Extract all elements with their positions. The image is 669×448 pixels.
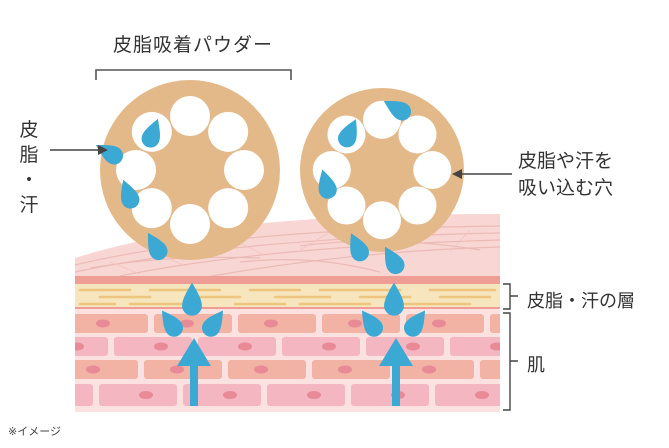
absorbing-pore	[363, 201, 401, 240]
arrow-pointer-icon	[50, 145, 108, 155]
water-drop-icon	[121, 179, 140, 209]
arrow-pointer-icon	[452, 169, 512, 179]
skin-cell	[198, 337, 276, 356]
skin-cell	[450, 337, 500, 356]
cell-nucleus	[348, 319, 362, 328]
water-drop-icon	[201, 310, 224, 337]
skin-cell	[267, 384, 345, 406]
water-drop-icon	[182, 282, 202, 316]
water-drop-icon	[318, 169, 337, 199]
cell-nucleus	[139, 391, 153, 399]
absorbing-pore	[116, 150, 156, 190]
sebum-char: 皮	[19, 119, 39, 141]
skin-cells	[55, 314, 530, 406]
cell-nucleus	[516, 320, 530, 328]
skin-cell	[183, 384, 261, 406]
skin-cell	[75, 384, 93, 406]
pores-line: 皮脂や汗を	[518, 150, 614, 172]
absorbing-pore	[413, 151, 452, 189]
skin-label: 肌	[527, 355, 545, 376]
skin-cell	[99, 384, 177, 406]
cell-nucleus	[254, 365, 268, 374]
skin-cell	[480, 360, 500, 379]
skin-surface-band	[75, 276, 500, 284]
cell-nucleus	[180, 319, 194, 328]
powder-particle	[300, 88, 464, 252]
water-drop-icon	[384, 282, 404, 316]
skin-bracket-icon	[503, 312, 518, 411]
sebum-char: ・	[19, 169, 39, 191]
cell-nucleus	[475, 391, 489, 399]
cell-nucleus	[86, 365, 100, 374]
water-drop-icon	[384, 246, 405, 275]
absorbing-pores-label: 皮脂や汗を 吸い込む穴	[518, 148, 613, 202]
cell-nucleus	[223, 391, 237, 399]
cell-nucleus	[406, 342, 420, 351]
cell-nucleus	[307, 391, 321, 399]
cell-nucleus	[422, 365, 436, 374]
cell-nucleus	[322, 342, 336, 351]
sebum-layer-label: 皮脂・汗の層	[527, 291, 635, 312]
cell-nucleus	[170, 365, 184, 374]
skin-cell	[435, 384, 500, 406]
cell-nucleus	[490, 342, 500, 351]
cell-nucleus	[506, 366, 520, 374]
cell-nucleus	[432, 319, 446, 328]
cell-nucleus	[75, 342, 84, 351]
skin-cell	[490, 314, 500, 333]
arrow-up-icon	[190, 362, 198, 406]
cell-nucleus	[154, 342, 168, 351]
absorbing-pore	[208, 111, 249, 152]
water-drop-icon	[403, 310, 426, 337]
arrow-up-icon	[379, 338, 413, 366]
water-drop-icon	[338, 119, 357, 148]
water-drop-icon	[383, 100, 412, 121]
sebum-char: 汗	[19, 194, 39, 216]
absorbing-pore	[398, 186, 437, 225]
sebum-drops	[95, 100, 426, 337]
absorbing-pore	[170, 204, 210, 244]
skin-cell	[282, 337, 360, 356]
arrow-up-icon	[392, 362, 400, 406]
absorbing-pore	[170, 96, 210, 136]
absorbing-pore	[327, 186, 366, 225]
cell-nucleus	[238, 342, 252, 351]
skin-cell	[351, 384, 429, 406]
sebum-sweat-label: 皮 脂 ・ 汗	[16, 118, 42, 218]
layer-bracket-icon	[503, 283, 518, 310]
cell-nucleus	[264, 319, 278, 328]
absorbing-pore	[224, 150, 264, 190]
arrow-up-icon	[177, 338, 211, 366]
skin-cell	[114, 337, 192, 356]
cell-nucleus	[55, 391, 69, 399]
image-note: ※イメージ	[8, 425, 61, 438]
skin-cell	[75, 314, 148, 333]
powder-particle	[100, 80, 280, 260]
water-drop-icon	[147, 232, 168, 261]
skin-cell	[366, 337, 444, 356]
powder-title: 皮脂吸着パウダー	[113, 34, 274, 56]
title-bracket-icon	[95, 69, 292, 80]
cell-nucleus	[338, 365, 352, 374]
cell-nucleus	[96, 319, 110, 328]
sebum-char: 脂	[19, 144, 39, 166]
water-drop-icon	[141, 118, 160, 148]
rising-arrows	[177, 338, 413, 406]
water-drop-icon	[350, 233, 369, 262]
skin-cell	[75, 360, 138, 379]
water-drop-icon	[161, 310, 184, 337]
water-drop-icon	[361, 310, 384, 337]
pores-line: 吸い込む穴	[518, 177, 614, 199]
skin-cell	[75, 337, 108, 356]
absorbing-pore	[208, 188, 249, 229]
absorbing-pore	[131, 188, 172, 229]
absorbing-pore	[398, 115, 437, 154]
